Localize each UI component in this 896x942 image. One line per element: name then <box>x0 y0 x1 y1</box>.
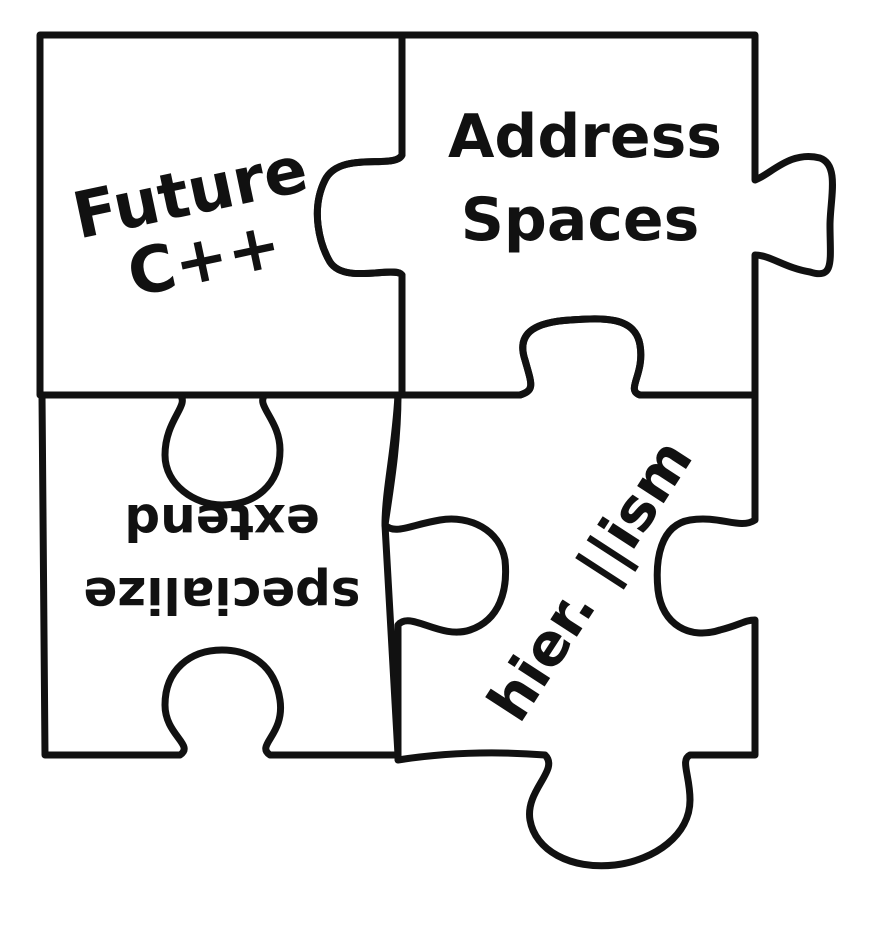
piece-future-cpp: Future C++ <box>36 31 406 399</box>
spaces-label: Spaces <box>461 185 700 255</box>
piece-hier-parallelism-outline <box>381 315 759 870</box>
hier-parallelism-label: hier. ||ism <box>474 427 705 733</box>
piece-address-spaces: Address Spaces <box>313 31 836 399</box>
piece-hier-parallelism: hier. ||ism <box>381 315 759 870</box>
specialize-label: specialize <box>83 566 360 624</box>
piece-extend-specialize: specialize extend <box>38 391 402 759</box>
address-label: Address <box>448 102 722 172</box>
extend-label: extend <box>124 493 319 551</box>
